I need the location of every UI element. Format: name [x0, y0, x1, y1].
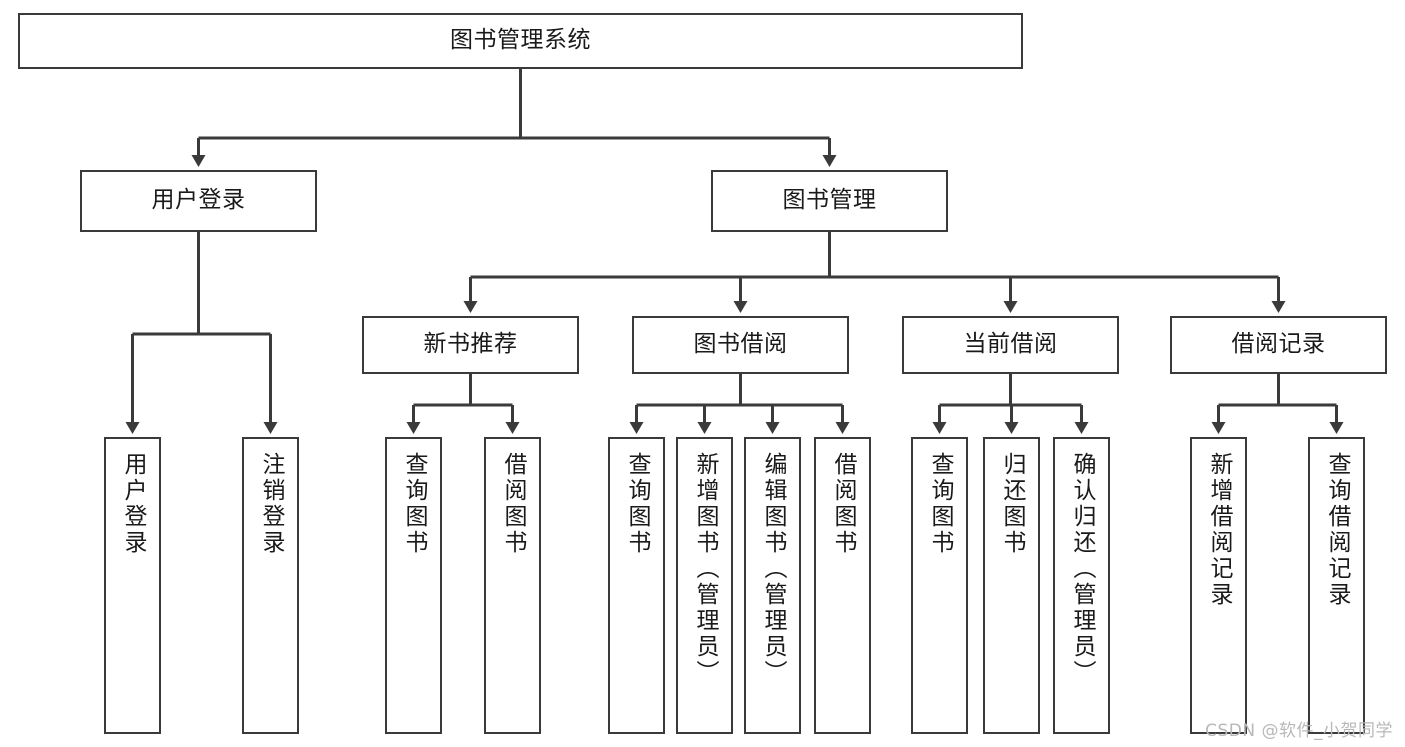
node-book-borrow[interactable]: 图书借阅	[632, 316, 849, 374]
node-new-book-rec[interactable]: 新书推荐	[362, 316, 579, 374]
node-label: 查询图书	[927, 452, 953, 556]
csdn-watermark: CSDN @软件_小贺同学	[1205, 721, 1393, 741]
node-leaf-query-book-cur[interactable]: 查询图书	[911, 437, 968, 734]
node-borrow-record[interactable]: 借阅记录	[1170, 316, 1387, 374]
node-label: 注销登录	[258, 452, 284, 556]
node-leaf-borrow-book[interactable]: 借阅图书	[814, 437, 871, 734]
node-label: 查询图书	[401, 452, 427, 556]
node-leaf-confirm-return[interactable]: 确认归还（管理员）	[1053, 437, 1110, 734]
node-label: 查询图书	[624, 452, 650, 556]
node-label: 图书管理	[782, 187, 877, 214]
node-leaf-return-book[interactable]: 归还图书	[983, 437, 1040, 734]
node-leaf-user-login[interactable]: 用户登录	[104, 437, 161, 734]
node-leaf-query-book-rec[interactable]: 查询图书	[385, 437, 442, 734]
node-leaf-query-record[interactable]: 查询借阅记录	[1308, 437, 1365, 734]
node-label: 确认归还（管理员）	[1069, 452, 1095, 686]
node-label: 借阅图书	[500, 452, 526, 556]
node-label: 新书推荐	[423, 331, 518, 358]
node-leaf-add-book[interactable]: 新增图书（管理员）	[676, 437, 733, 734]
node-current-borrow[interactable]: 当前借阅	[902, 316, 1119, 374]
node-user-login[interactable]: 用户登录	[80, 170, 317, 232]
node-label: 编辑图书（管理员）	[760, 452, 786, 686]
node-leaf-edit-book[interactable]: 编辑图书（管理员）	[744, 437, 801, 734]
node-leaf-borrow-book-rec[interactable]: 借阅图书	[484, 437, 541, 734]
node-label: 归还图书	[999, 452, 1025, 556]
node-label: 用户登录	[151, 187, 246, 214]
node-leaf-query-book-borrow[interactable]: 查询图书	[608, 437, 665, 734]
node-label: 新增图书（管理员）	[692, 452, 718, 686]
node-book-manage[interactable]: 图书管理	[711, 170, 948, 232]
node-label: 当前借阅	[963, 331, 1058, 358]
node-label: 借阅记录	[1231, 331, 1326, 358]
node-label: 图书借阅	[693, 331, 788, 358]
node-label: 图书管理系统	[450, 27, 591, 54]
node-root[interactable]: 图书管理系统	[18, 13, 1023, 69]
node-leaf-add-record[interactable]: 新增借阅记录	[1190, 437, 1247, 734]
node-label: 新增借阅记录	[1206, 452, 1232, 608]
node-label: 查询借阅记录	[1324, 452, 1350, 608]
node-leaf-logout[interactable]: 注销登录	[242, 437, 299, 734]
node-label: 借阅图书	[830, 452, 856, 556]
node-label: 用户登录	[120, 452, 146, 556]
